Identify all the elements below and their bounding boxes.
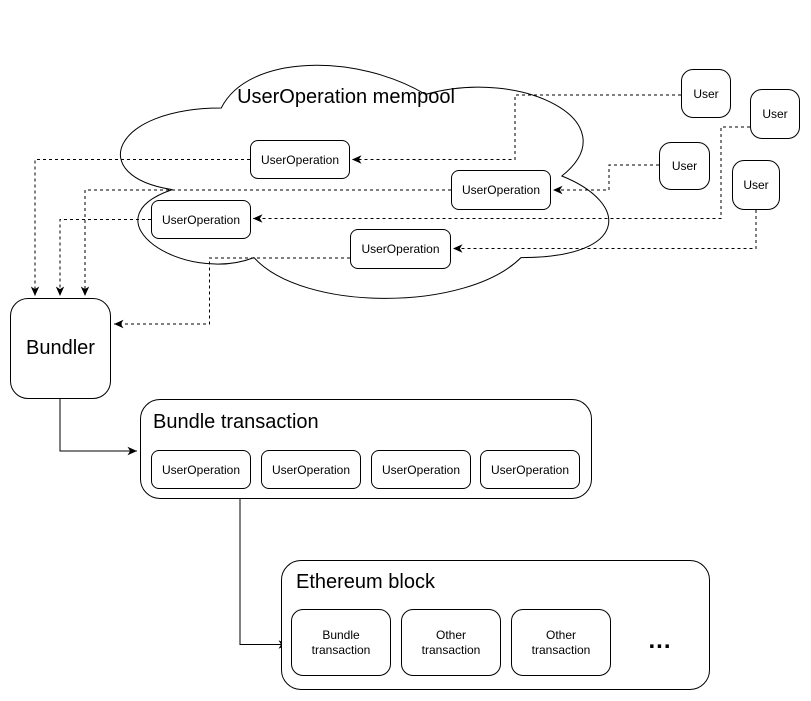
mempool-userop-2-label: UserOperation bbox=[461, 183, 541, 197]
bundle-userop-3: UserOperation bbox=[371, 450, 471, 489]
user-box-4: User bbox=[732, 160, 780, 210]
bundle-userop-3-label: UserOperation bbox=[381, 462, 461, 477]
user-box-1-label: User bbox=[693, 86, 719, 101]
bundle-userop-2: UserOperation bbox=[261, 450, 361, 489]
mempool-userop-1-label: UserOperation bbox=[260, 152, 340, 167]
user-box-2-label: User bbox=[762, 107, 788, 121]
bundle-transaction-title: Bundle transaction bbox=[153, 411, 319, 433]
user-box-1: User bbox=[681, 69, 731, 118]
mempool-userop-4: UserOperation bbox=[350, 229, 451, 269]
ethereum-block-title: Ethereum block bbox=[296, 571, 435, 593]
edge-userop3-to-bundler bbox=[55, 219, 151, 296]
user-box-2: User bbox=[750, 89, 800, 139]
mempool-userop-3-label: UserOperation bbox=[161, 212, 241, 227]
user-box-3: User bbox=[659, 142, 710, 190]
edge-user3-to-userop2 bbox=[553, 164, 659, 195]
edge-user4-to-userop4 bbox=[453, 210, 757, 253]
ethereum-tx-2-label: Other transaction bbox=[421, 627, 481, 657]
edge-user1-to-userop1 bbox=[352, 94, 681, 164]
bundle-userop-4-label: UserOperation bbox=[490, 462, 570, 477]
ethereum-tx-1-label: Bundle transaction bbox=[311, 627, 371, 657]
mempool-userop-1: UserOperation bbox=[250, 140, 350, 179]
edge-user2-to-userop3 bbox=[253, 126, 750, 223]
bundle-userop-1-label: UserOperation bbox=[161, 462, 241, 477]
edge-userop4-to-bundler bbox=[114, 257, 350, 329]
edge-bundler-to-bundle-transaction bbox=[59, 399, 137, 456]
edge-bundle-transaction-to-ethereum-block bbox=[239, 499, 288, 649]
mempool-userop-4-label: UserOperation bbox=[361, 242, 440, 256]
bundle-userop-1: UserOperation bbox=[151, 450, 251, 489]
bundler-label: Bundler bbox=[26, 337, 95, 359]
ethereum-tx-2: Other transaction bbox=[401, 609, 501, 676]
ethereum-tx-3-label: Other transaction bbox=[531, 627, 591, 657]
edge-userop2-to-bundler bbox=[80, 189, 451, 296]
ethereum-tx-1: Bundle transaction bbox=[291, 609, 391, 676]
bundle-userop-2-label: UserOperation bbox=[271, 462, 351, 477]
mempool-userop-3: UserOperation bbox=[151, 200, 251, 239]
mempool-title: UserOperation mempool bbox=[237, 86, 455, 108]
bundle-userop-4: UserOperation bbox=[480, 450, 580, 489]
bundler-box: Bundler bbox=[10, 298, 111, 399]
user-box-4-label: User bbox=[743, 178, 769, 192]
mempool-userop-2: UserOperation bbox=[451, 170, 551, 210]
ethereum-tx-3: Other transaction bbox=[511, 609, 611, 676]
ethereum-more-transactions-ellipsis: ... bbox=[648, 627, 672, 654]
edge-userop1-to-bundler bbox=[30, 159, 250, 296]
user-box-3-label: User bbox=[671, 159, 698, 173]
